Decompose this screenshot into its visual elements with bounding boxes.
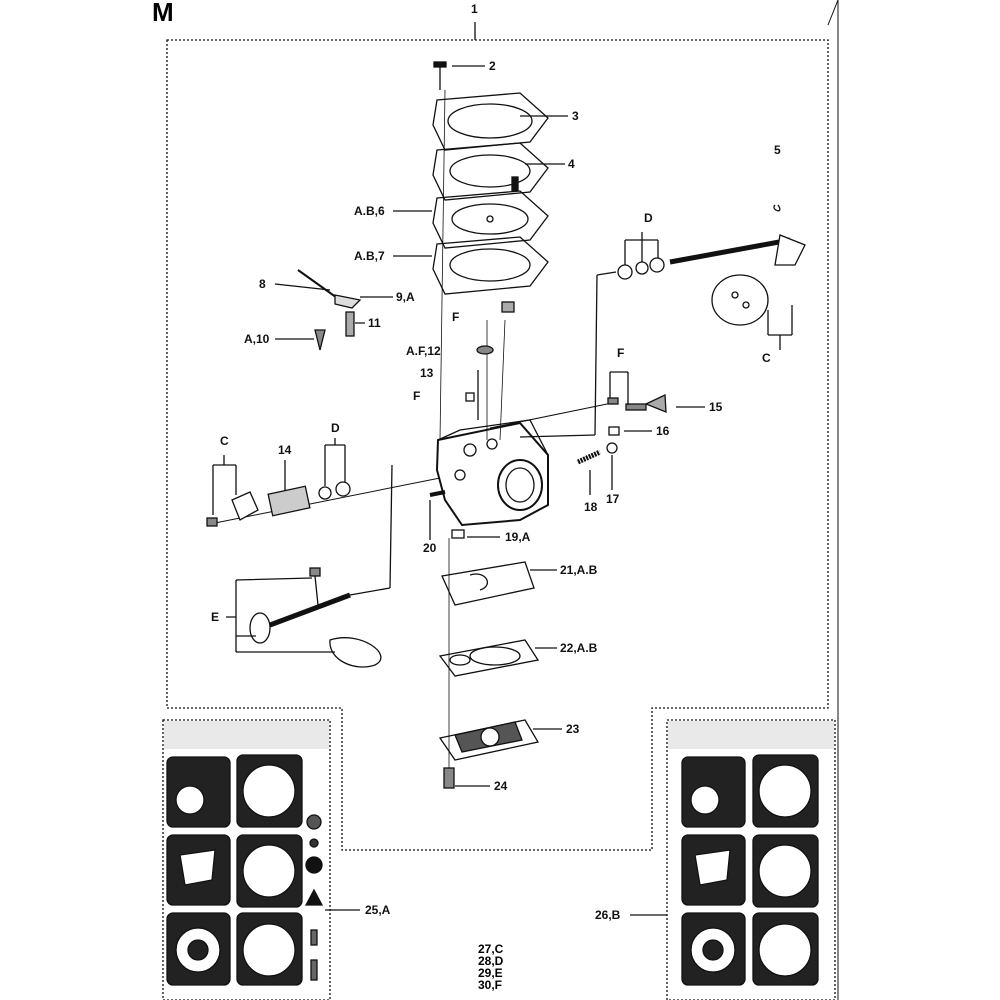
- callout-1: 1: [471, 2, 478, 16]
- callout-16: 16: [656, 424, 670, 438]
- throttle-shaft-assembly: [489, 204, 806, 495]
- kit-panel-left: [162, 719, 360, 1000]
- callout-25: 25,A: [365, 903, 391, 917]
- callout-20: 20: [423, 541, 437, 555]
- section-letter: M: [152, 0, 174, 27]
- lower-gasket-stack: [438, 538, 562, 789]
- callout-6: A.B,6: [354, 204, 385, 218]
- callout-9: 9,A: [396, 290, 415, 304]
- callout-26: 26,B: [595, 908, 621, 922]
- throttle-valve-assembly: [226, 464, 500, 668]
- callout-c-1: C: [762, 351, 771, 365]
- callout-f-3: F: [617, 346, 625, 360]
- callout-23: 23: [566, 722, 580, 736]
- callout-3: 3: [572, 109, 579, 123]
- needle-lever-assembly: [274, 269, 393, 351]
- kit-panel-right: [630, 719, 836, 1000]
- callout-18: 18: [584, 500, 598, 514]
- callout-f-2: F: [413, 389, 421, 403]
- frame-line: [827, 0, 839, 1000]
- callout-2: 2: [489, 59, 496, 73]
- carburetor-body: [429, 301, 549, 527]
- callout-7: A.B,7: [354, 249, 385, 263]
- kit-callout: 27,C: [478, 942, 504, 956]
- callout-f-1: F: [452, 310, 460, 324]
- callout-11: 11: [368, 316, 381, 330]
- callout-19: 19,A: [505, 530, 531, 544]
- callout-c-2: C: [220, 434, 229, 448]
- callout-10: A,10: [244, 332, 270, 346]
- callout-5: 5: [774, 143, 781, 157]
- callout-21: 21,A.B: [560, 563, 598, 577]
- kit-callout: 28,D: [478, 954, 504, 968]
- callout-d-1: D: [644, 211, 653, 225]
- choke-shaft-assembly: [206, 438, 441, 527]
- callout-12: A.F,12: [406, 344, 441, 358]
- callout-22: 22,A.B: [560, 641, 598, 655]
- callout-8: 8: [259, 277, 266, 291]
- callout-4: 4: [568, 157, 575, 171]
- callout-15: 15: [709, 400, 723, 414]
- kit-callout: 30,F: [478, 978, 503, 992]
- callout-14: 14: [278, 443, 292, 457]
- kit-callout: 29,E: [478, 966, 503, 980]
- callout-e: E: [211, 610, 220, 624]
- callout-d-2: D: [331, 421, 340, 435]
- gasket-stack: [432, 61, 549, 441]
- kit-callout-list: 27,C 28,D 29,E 30,F: [478, 943, 503, 991]
- callout-13: 13: [420, 366, 434, 380]
- callout-17: 17: [606, 492, 620, 506]
- callout-24: 24: [494, 779, 508, 793]
